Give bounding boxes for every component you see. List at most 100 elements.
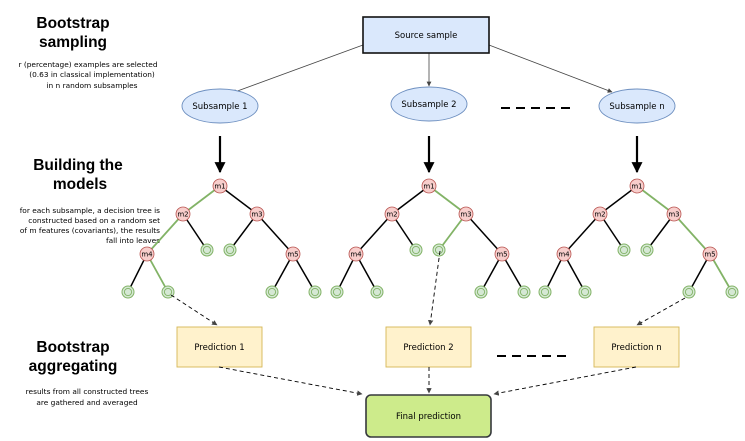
- tree-split-node: [421, 178, 437, 194]
- tree-leaf: [330, 285, 344, 299]
- tree-split-node: [702, 246, 718, 262]
- tree-edge: [182, 185, 221, 215]
- tree-leaf-inner: [540, 287, 550, 297]
- tree-split-node: [348, 246, 364, 262]
- tree-node-label: m1: [423, 183, 434, 191]
- tree-edge: [673, 213, 711, 255]
- tree-node-label: m4: [141, 251, 153, 259]
- section-desc-line: r (percentage) examples are selected: [18, 60, 157, 69]
- prediction-box: [593, 326, 680, 368]
- source-sample-box: [362, 16, 490, 54]
- section-desc-line: of m features (covariants), the results: [20, 226, 160, 235]
- section-title-line: sampling: [39, 34, 107, 51]
- tree-split-node: [175, 206, 191, 222]
- tree-leaf: [578, 285, 592, 299]
- tree-split-node: [285, 246, 301, 262]
- section-desc-line: in n random subsamples: [46, 81, 137, 90]
- tree-split-node: [629, 178, 645, 194]
- section-title-line: Bootstrap: [36, 339, 109, 356]
- tree-node-label: m3: [460, 211, 471, 219]
- tree-leaf: [432, 243, 446, 257]
- tree-leaf-inner: [310, 287, 320, 297]
- tree-leaf-inner: [519, 287, 529, 297]
- arrow-source-subsample-1: [231, 44, 364, 94]
- subsample-ellipse: [598, 88, 676, 124]
- final-prediction: Final prediction: [365, 394, 492, 438]
- tree-leaf-inner: [163, 287, 173, 297]
- tree-split-node: [556, 246, 572, 262]
- tree-split-node: [249, 206, 265, 222]
- prediction-box: [176, 326, 263, 368]
- tree-node-label: m2: [594, 211, 605, 219]
- tree-edge: [636, 185, 675, 215]
- tree-edge: [428, 185, 467, 215]
- section-desc-line: constructed based on a random set: [28, 216, 160, 225]
- section-bootstrap-sampling: Bootstrap sampling r (percentage) exampl…: [18, 15, 157, 90]
- section-title-line: Bootstrap: [36, 15, 109, 32]
- arrow-leaf-prediction-n: [636, 297, 686, 326]
- tree-node-label: m2: [177, 211, 188, 219]
- tree-leaf-inner: [123, 287, 133, 297]
- section-desc-line: for each subsample, a decision tree is: [20, 206, 160, 215]
- arrow-prediction-final-1: [218, 366, 363, 396]
- section-desc-line: (0.63 in classical implementation): [29, 70, 155, 79]
- tree-leaf-inner: [727, 287, 737, 297]
- subsample-2: Subsample 2: [390, 86, 468, 122]
- section-building-models: Building the models for each subsample, …: [20, 157, 160, 245]
- tree-leaf-inner: [411, 245, 421, 255]
- section-desc-line: are gathered and averaged: [36, 398, 138, 407]
- tree-leaf-inner: [372, 287, 382, 297]
- tree-leaf-inner: [225, 245, 235, 255]
- tree-edge: [219, 185, 258, 215]
- tree-edge: [146, 213, 184, 255]
- tree-node-label: m2: [386, 211, 397, 219]
- tree-split-node: [384, 206, 400, 222]
- tree-leaf: [200, 243, 214, 257]
- tree-leaf-inner: [476, 287, 486, 297]
- tree-split-node: [592, 206, 608, 222]
- tree-leaf: [265, 285, 279, 299]
- section-bootstrap-aggregating: Bootstrap aggregating results from all c…: [26, 339, 149, 407]
- subsample-label: Subsample 2: [401, 100, 456, 110]
- prediction-n: Prediction n: [593, 326, 680, 368]
- tree-node-label: m3: [668, 211, 679, 219]
- tree-split-node: [458, 206, 474, 222]
- tree-node-label: m5: [287, 251, 298, 259]
- tree-leaf: [538, 285, 552, 299]
- source-sample: Source sample: [362, 16, 490, 54]
- tree-leaf-inner: [642, 245, 652, 255]
- tree-leaf-inner: [202, 245, 212, 255]
- final-prediction-box: [365, 394, 492, 438]
- prediction-box: [385, 326, 472, 368]
- prediction-1: Prediction 1: [176, 326, 263, 368]
- section-desc-line: fall into leaves: [106, 236, 160, 245]
- tree-leaf: [640, 243, 654, 257]
- tree-leaf-inner: [267, 287, 277, 297]
- source-sample-label: Source sample: [395, 31, 458, 41]
- tree-leaf: [409, 243, 423, 257]
- tree-leaf: [725, 285, 739, 299]
- tree-node-label: m5: [704, 251, 715, 259]
- tree-edge: [256, 213, 294, 255]
- tree-leaf-inner: [580, 287, 590, 297]
- tree-leaf-inner: [619, 245, 629, 255]
- prediction-label: Prediction 1: [194, 343, 244, 353]
- tree-leaf: [370, 285, 384, 299]
- prediction-2: Prediction 2: [385, 326, 472, 368]
- tree-leaf: [617, 243, 631, 257]
- tree-edge: [465, 213, 503, 255]
- arrow-prediction-final-n: [493, 366, 637, 396]
- tree-split-node: [212, 178, 228, 194]
- arrow-leaf-prediction-2: [427, 250, 441, 326]
- subsample-ellipse: [390, 86, 468, 122]
- tree-edge: [355, 213, 393, 255]
- tree-node-label: m4: [558, 251, 570, 259]
- tree-split-node: [139, 246, 155, 262]
- tree-node-label: m3: [251, 211, 262, 219]
- arrow-source-subsample-n: [488, 44, 613, 93]
- tree-leaf: [308, 285, 322, 299]
- tree-node-label: m5: [496, 251, 507, 259]
